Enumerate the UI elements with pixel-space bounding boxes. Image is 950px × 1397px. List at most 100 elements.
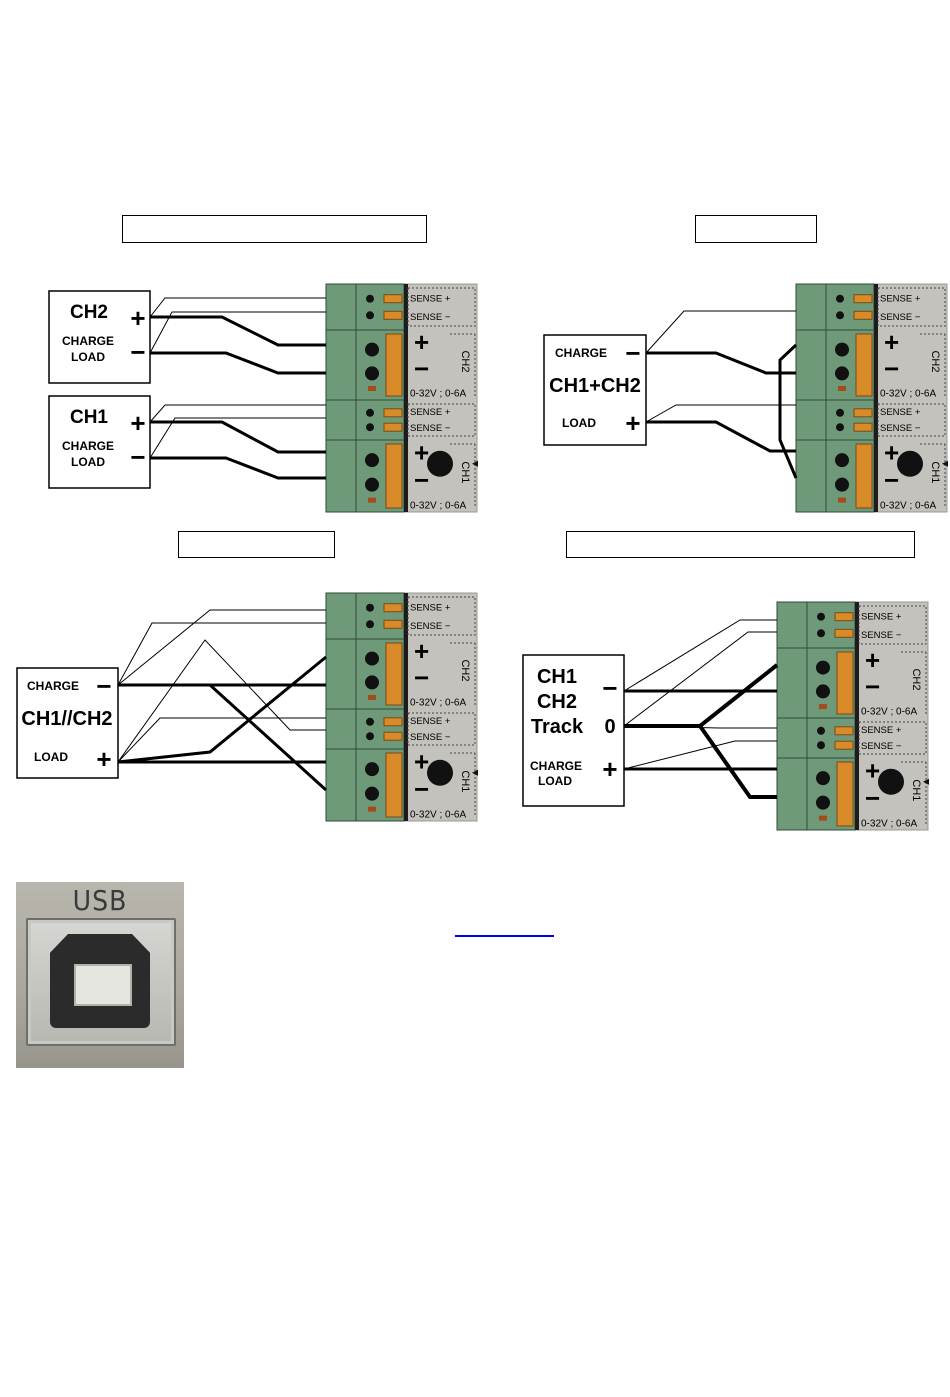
screw-hole-icon <box>817 726 825 735</box>
ch2-vertical-label: CH2 <box>929 350 941 372</box>
sense-wire <box>149 297 326 318</box>
terminal-gap <box>404 400 408 440</box>
sense-plus-label: SENSE + <box>410 716 451 727</box>
minus-sign: − <box>414 465 429 495</box>
screw-hole-icon <box>366 620 374 629</box>
terminal-latch <box>383 294 403 304</box>
dashed-frame <box>877 287 946 327</box>
ch1-vertical-label: CH1 <box>929 461 941 483</box>
sense-plus-label: SENSE + <box>861 611 902 622</box>
sense-plus-label: SENSE + <box>861 725 902 736</box>
screw-hole-icon <box>835 366 849 381</box>
power-wire <box>117 655 327 764</box>
link-wire <box>778 343 798 479</box>
terminal-green-body <box>325 283 405 331</box>
terminal-green-body <box>776 717 856 759</box>
device-label-ch1-plus-ch2: CH1+CH2 <box>549 375 641 397</box>
terminal-gap <box>404 593 408 639</box>
terminal-latch <box>853 422 873 432</box>
rating-label: 0-32V ; 0-6A <box>410 389 466 400</box>
header-box-4 <box>566 531 915 558</box>
terminal-gap <box>874 400 878 440</box>
plus-sign: + <box>414 747 429 777</box>
wire-entry <box>368 695 376 700</box>
screw-hole-icon <box>816 771 830 786</box>
plus-sign: + <box>130 408 145 438</box>
device-box-parallel <box>16 667 119 779</box>
terminal-gap <box>404 749 408 821</box>
terminal-gap <box>874 440 878 512</box>
ch2-vertical-label: CH2 <box>459 659 471 681</box>
rating-label: 0-32V ; 0-6A <box>861 707 917 718</box>
plus-sign: + <box>865 756 880 786</box>
plus-sign: + <box>414 327 429 357</box>
sense-wire <box>149 417 326 459</box>
screw-hole-icon <box>816 795 830 810</box>
plus-sign: + <box>96 744 111 774</box>
rating-label: 0-32V ; 0-6A <box>410 809 466 820</box>
terminal-green-body <box>325 708 405 750</box>
power-wire <box>118 683 328 792</box>
sense-minus-label: SENSE − <box>410 312 451 323</box>
power-wire <box>150 315 326 347</box>
terminal-gap <box>404 284 408 330</box>
screw-hole-icon <box>366 294 374 303</box>
rating-label: 0-32V ; 0-6A <box>410 698 466 709</box>
ch2-vertical-label: CH2 <box>910 668 922 690</box>
minus-sign: − <box>414 354 429 384</box>
knob-icon <box>897 450 923 477</box>
zero-sign: 0 <box>604 716 615 738</box>
device-label-charge: CHARGE <box>555 346 607 360</box>
knob-icon <box>427 450 453 477</box>
plus-sign: + <box>884 327 899 357</box>
sense-wire <box>149 311 326 354</box>
screw-hole-icon <box>365 762 379 777</box>
screw-hole-icon <box>836 423 844 432</box>
hyperlink-underline[interactable] <box>455 935 554 937</box>
minus-sign: − <box>414 663 429 693</box>
header-box-1 <box>122 215 427 243</box>
usb-b-socket-icon <box>50 934 150 1028</box>
terminal-latch <box>383 603 403 613</box>
device-box-ch2 <box>48 290 151 384</box>
power-wire <box>624 663 779 728</box>
terminal-gap <box>855 602 859 648</box>
knob-icon <box>878 768 904 795</box>
device-label-track: Track <box>531 716 584 738</box>
minus-sign: − <box>865 672 880 702</box>
terminal-lever <box>385 333 403 397</box>
screw-hole-icon <box>836 311 844 320</box>
screw-hole-icon <box>817 741 825 750</box>
rating-label: 0-32V ; 0-6A <box>861 818 917 829</box>
sense-minus-label: SENSE − <box>861 741 902 752</box>
usb-port-photo: USB <box>16 882 184 1068</box>
minus-sign: − <box>884 465 899 495</box>
terminal-latch <box>383 310 403 320</box>
power-wire <box>646 351 796 375</box>
arrow-icon <box>472 769 478 776</box>
dashed-frame <box>877 403 946 437</box>
plus-sign: + <box>884 438 899 468</box>
sense-wire <box>623 631 777 727</box>
plus-sign: + <box>602 754 617 784</box>
minus-sign: − <box>130 442 145 472</box>
terminal-green-body <box>776 601 856 649</box>
wire-entry <box>819 815 827 821</box>
device-label-load: LOAD <box>71 350 105 364</box>
terminal-green-body <box>325 399 405 441</box>
arrow-icon <box>472 460 478 467</box>
sense-wire <box>117 609 326 686</box>
ch2-vertical-label: CH2 <box>459 350 471 372</box>
screw-hole-icon <box>366 717 374 726</box>
power-wire <box>624 724 777 799</box>
device-box-ch1 <box>48 395 151 489</box>
terminal-gap <box>874 284 878 330</box>
minus-sign: − <box>96 671 111 701</box>
sense-wire <box>117 622 326 686</box>
terminal-gap <box>404 709 408 749</box>
sense-minus-label: SENSE − <box>880 312 921 323</box>
dashed-frame <box>407 287 476 327</box>
terminal-latch <box>383 731 403 741</box>
